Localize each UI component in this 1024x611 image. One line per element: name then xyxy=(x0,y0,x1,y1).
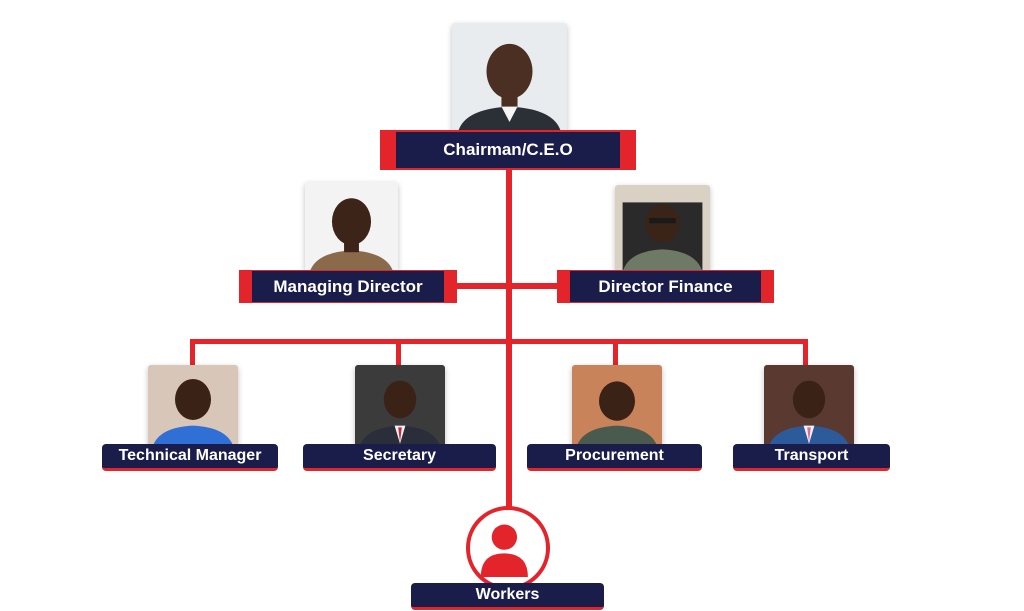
managing-director-portrait xyxy=(305,182,398,272)
connector-directors xyxy=(455,283,558,289)
workers-label: Workers xyxy=(411,583,604,610)
director-finance-label: Director Finance xyxy=(570,271,761,302)
ceo-photo xyxy=(452,23,567,133)
person-icon xyxy=(480,524,528,577)
director-finance-photo xyxy=(615,185,710,272)
connector-drop-secretary xyxy=(396,339,401,365)
procurement-portrait xyxy=(572,365,662,447)
procurement-label: Procurement xyxy=(527,444,702,471)
managing-director-photo xyxy=(305,182,398,272)
director-finance-portrait xyxy=(615,185,710,272)
connector-managers-bus xyxy=(190,339,808,344)
procurement-photo xyxy=(572,365,662,447)
technical-manager-photo xyxy=(148,365,238,447)
technical-manager-portrait xyxy=(148,365,238,447)
secretary-label: Secretary xyxy=(303,444,496,471)
transport-label: Transport xyxy=(733,444,890,471)
workers-icon-circle xyxy=(466,506,550,590)
connector-drop-procurement xyxy=(613,339,618,365)
connector-drop-transport xyxy=(803,339,808,365)
secretary-photo xyxy=(355,365,445,447)
transport-photo xyxy=(764,365,854,447)
ceo-portrait xyxy=(452,23,567,133)
technical-manager-label: Technical Manager xyxy=(102,444,278,471)
connector-main-trunk xyxy=(506,168,512,508)
managing-director-label: Managing Director xyxy=(252,271,444,302)
connector-drop-technical xyxy=(190,339,195,365)
ceo-label: Chairman/C.E.O xyxy=(396,132,620,168)
secretary-portrait xyxy=(355,365,445,447)
transport-portrait xyxy=(764,365,854,447)
